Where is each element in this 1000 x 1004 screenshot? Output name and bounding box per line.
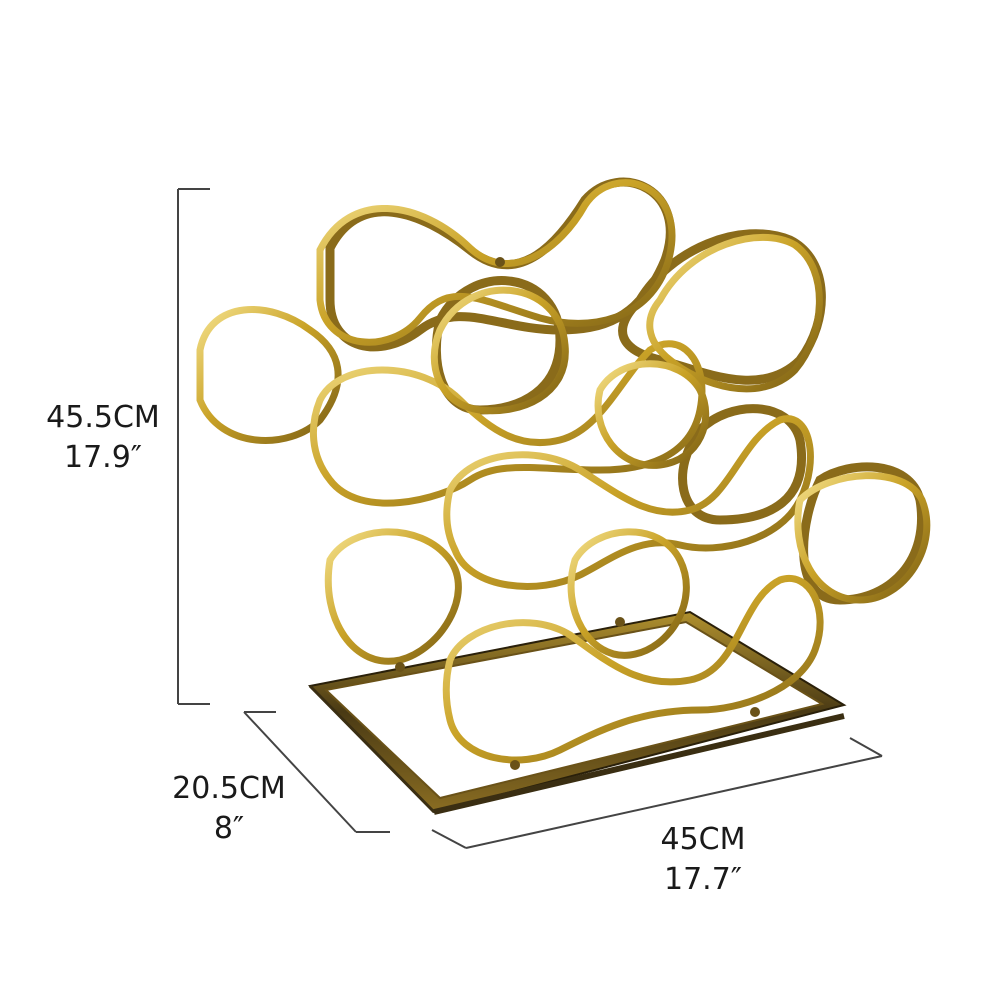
height-metric-text: 45.5CM (46, 400, 160, 435)
depth-imperial-text: 8″ (213, 811, 245, 846)
depth-dimension-label: 20.5CM 8″ (166, 769, 292, 849)
rack-wave-front (196, 179, 931, 764)
width-imperial-text: 17.7″ (663, 862, 742, 897)
height-dimension-label: 45.5CM 17.9″ (40, 398, 166, 478)
rack-base-frame (307, 610, 847, 815)
width-dimension-label: 45CM 17.7″ (640, 820, 766, 900)
height-dimension-line (177, 188, 210, 705)
depth-dimension-line (243, 711, 390, 833)
height-imperial-text: 17.9″ (63, 440, 142, 475)
width-metric-text: 45CM (660, 822, 746, 857)
rack-joint-studs (395, 257, 760, 770)
depth-metric-text: 20.5CM (172, 771, 286, 806)
width-dimension-line (431, 737, 883, 849)
